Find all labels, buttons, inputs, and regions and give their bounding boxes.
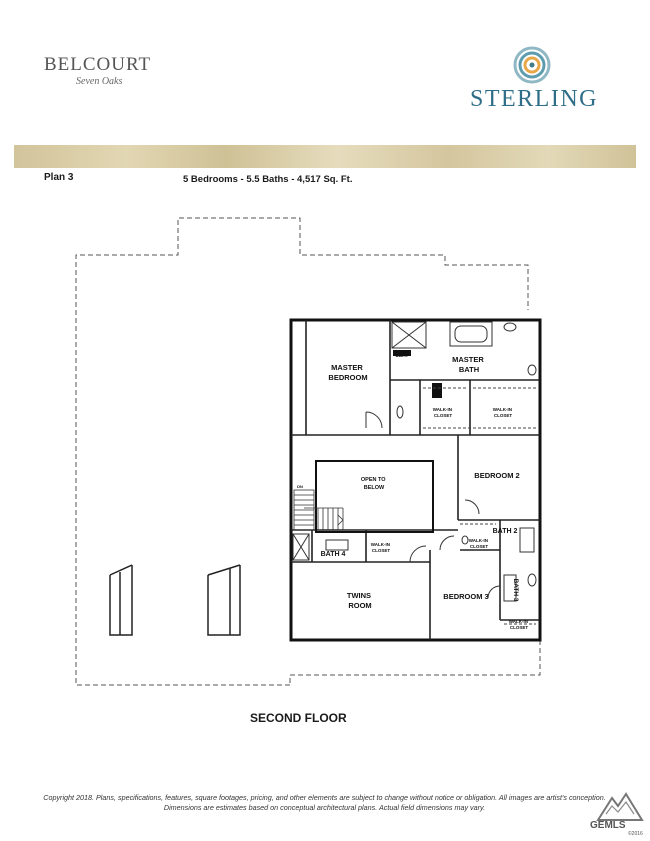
copyright-notice: Copyright 2018. Plans, specifications, f… bbox=[43, 793, 606, 812]
master-bedroom-line1: MASTER bbox=[331, 363, 363, 372]
master-tub bbox=[449, 321, 493, 347]
twins-room-line1: TWINS bbox=[347, 591, 371, 600]
master-bedroom-line2: BEDROOM bbox=[328, 373, 367, 382]
sterling-logo: STERLING bbox=[470, 86, 598, 112]
shower-fixtures bbox=[292, 321, 427, 561]
exterior-walls bbox=[289, 318, 542, 642]
counter-blocks bbox=[393, 350, 442, 398]
closet-rods bbox=[423, 387, 536, 625]
belcourt-logo: BELCOURT bbox=[44, 54, 152, 75]
roof-outline bbox=[75, 217, 541, 686]
bath-3-label: BATH 3 bbox=[512, 579, 519, 602]
twins-room-label: TWINS ROOM bbox=[347, 591, 373, 610]
walk-in-closet-label-5: WALK-IN CLOSET bbox=[509, 619, 530, 630]
bath-4-label: BATH 4 bbox=[321, 551, 346, 558]
stairs bbox=[293, 489, 344, 531]
bath-fixtures bbox=[325, 322, 537, 602]
bath-2-label: BATH 2 bbox=[493, 528, 518, 535]
walk-in-closet-label-2: WALK-IN CLOSET bbox=[493, 407, 514, 418]
dn-label: DN bbox=[297, 484, 303, 489]
belcourt-logo-subtitle: Seven Oaks bbox=[76, 76, 123, 87]
walk-in-closet-label-4: WALK-IN CLOSET bbox=[371, 542, 392, 553]
open-to-below bbox=[315, 460, 434, 533]
header-band bbox=[14, 145, 636, 168]
open-to-below-label: OPEN TO BELOW bbox=[361, 477, 387, 491]
twins-room-line2: ROOM bbox=[348, 601, 371, 610]
interior-walls bbox=[291, 320, 540, 640]
door-swings bbox=[365, 411, 501, 599]
walk-in-closet-label-3: WALK-IN CLOSET bbox=[469, 538, 490, 549]
gemls-label: GEMLS bbox=[590, 820, 626, 831]
plan-label: Plan 3 bbox=[44, 172, 74, 183]
sterling-rose-icon bbox=[513, 46, 551, 84]
plan-specs: 5 Bedrooms - 5.5 Baths - 4,517 Sq. Ft. bbox=[183, 174, 353, 185]
roof-dormers bbox=[109, 564, 241, 636]
master-bath-line2: BATH bbox=[459, 365, 479, 374]
bedroom-2-label: BEDROOM 2 bbox=[474, 471, 519, 480]
bedroom-3-label: BEDROOM 3 bbox=[443, 592, 488, 601]
gemls-mountain-icon bbox=[596, 792, 644, 821]
master-bath-label: MASTER BATH bbox=[452, 355, 486, 374]
gemls-year: ©2016 bbox=[628, 831, 643, 837]
floor-title: SECOND FLOOR bbox=[250, 711, 347, 725]
walk-in-closet-label-1: WALK-IN CLOSET bbox=[433, 407, 454, 418]
master-bedroom-label: MASTER BEDROOM bbox=[328, 363, 367, 382]
master-bath-line1: MASTER bbox=[452, 355, 484, 364]
seat-label: SEAT bbox=[396, 353, 409, 359]
